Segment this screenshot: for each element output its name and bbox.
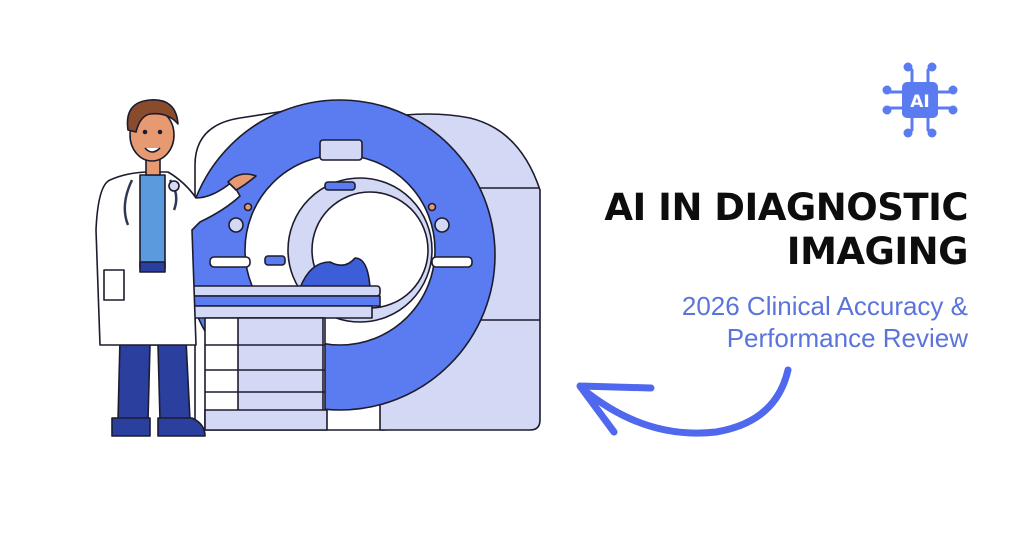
subtitle-line-1: 2026 Clinical Accuracy &	[681, 291, 968, 321]
title-line-1: AI IN DIAGNOSTIC	[604, 186, 968, 229]
page-subtitle: 2026 Clinical Accuracy & Performance Rev…	[682, 290, 968, 354]
ai-chip-icon: AI	[882, 62, 958, 138]
subtitle-line-2: Performance Review	[726, 323, 968, 353]
mri-scanner-icon	[184, 99, 541, 431]
page-title: AI IN DIAGNOSTIC IMAGING	[604, 186, 968, 274]
title-line-2: IMAGING	[786, 230, 969, 273]
doctor-figure	[95, 99, 257, 437]
ai-chip-label: AI	[910, 92, 929, 112]
curved-arrow-icon	[576, 366, 792, 437]
